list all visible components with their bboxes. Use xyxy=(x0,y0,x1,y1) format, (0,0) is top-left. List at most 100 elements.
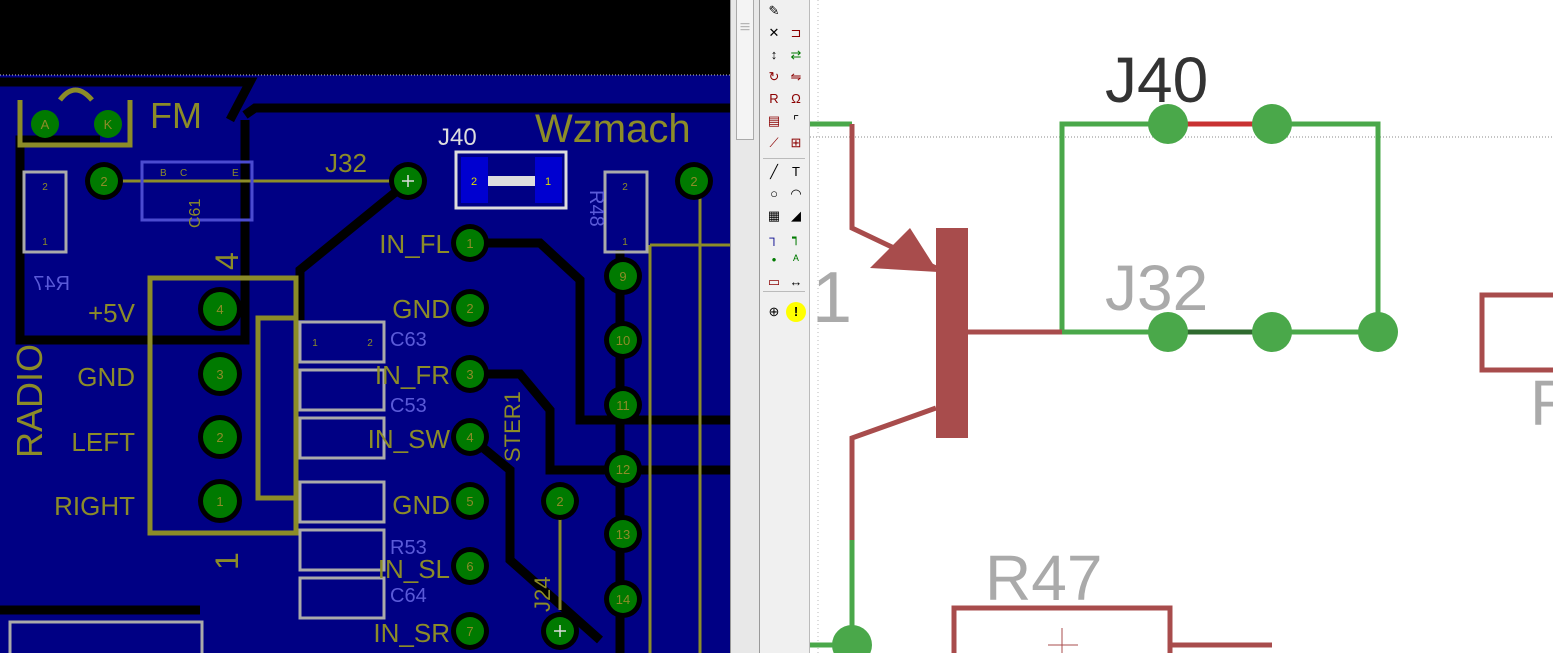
circle-icon[interactable]: ○ xyxy=(770,185,778,201)
arc-icon[interactable]: ◠ xyxy=(790,185,802,201)
jumper-pad-1-label: 1 xyxy=(545,176,551,188)
svg-text:IN_FR: IN_FR xyxy=(375,360,450,390)
pad-p13[interactable]: 13 xyxy=(604,515,642,553)
label-r47: R47 xyxy=(985,542,1102,614)
smash-icon[interactable]: ▤ xyxy=(767,113,781,128)
pad-p11[interactable]: 11 xyxy=(604,386,642,424)
pad-p3[interactable]: 3 xyxy=(198,352,242,396)
svg-text:GND: GND xyxy=(392,490,450,520)
rect-icon[interactable]: ▦ xyxy=(767,207,781,223)
pad-g5[interactable]: 5 xyxy=(451,482,489,520)
value-icon[interactable]: Ω xyxy=(791,91,801,106)
smd-outlines xyxy=(8,160,649,658)
svg-text:2: 2 xyxy=(42,182,48,193)
pinswap-icon[interactable]: ⇄ xyxy=(790,47,802,62)
miter-icon[interactable]: ⌜ xyxy=(792,113,800,128)
pad-r48[interactable]: 2 xyxy=(675,162,713,200)
vertical-scrollbar[interactable]: ——— xyxy=(730,0,760,653)
svg-text:R53: R53 xyxy=(390,537,427,559)
via-pad[interactable] xyxy=(541,612,579,650)
svg-text:R47: R47 xyxy=(33,273,70,295)
wire-icon[interactable]: ╱ xyxy=(770,163,778,179)
pad-p12[interactable]: 12 xyxy=(604,450,642,488)
svg-text:C53: C53 xyxy=(390,395,427,417)
pad-sr[interactable]: 7 xyxy=(451,612,489,650)
svg-text:7: 7 xyxy=(466,624,473,639)
label-icon[interactable]: ᴬ xyxy=(793,251,799,267)
svg-text:K: K xyxy=(104,117,113,132)
svg-text:LEFT: LEFT xyxy=(71,427,135,457)
pad-p2[interactable]: 2 xyxy=(198,415,242,459)
svg-text:GND: GND xyxy=(77,362,135,392)
pad-p14[interactable]: 14 xyxy=(604,580,642,618)
polygon-icon[interactable]: ◢ xyxy=(791,207,801,223)
smd-jumper-j40[interactable]: 2 1 xyxy=(454,150,568,210)
svg-text:+5V: +5V xyxy=(88,298,136,328)
pad-p4[interactable]: 4 xyxy=(198,287,242,331)
svg-text:4: 4 xyxy=(466,430,473,445)
invoke-icon[interactable]: ⊞ xyxy=(790,135,802,150)
mark-icon[interactable]: ✎ xyxy=(768,3,780,18)
schematic-canvas[interactable]: J40 J32 R47 1 R xyxy=(810,0,1553,658)
label-j40: J40 xyxy=(438,124,477,151)
svg-text:1: 1 xyxy=(312,338,318,349)
svg-text:3: 3 xyxy=(216,367,223,382)
pad-sw[interactable]: 4 xyxy=(451,418,489,456)
bus-icon[interactable]: ┐ xyxy=(769,229,779,245)
svg-text:2: 2 xyxy=(100,174,107,189)
text-icon[interactable]: T xyxy=(792,163,800,179)
pad-led_k[interactable]: K xyxy=(94,110,122,138)
label-pin1: 1 xyxy=(812,258,852,338)
svg-text:4: 4 xyxy=(209,252,245,270)
pad-gnd[interactable]: 2 xyxy=(451,289,489,327)
jumper-pad-2-label: 2 xyxy=(471,176,477,188)
pad-fl[interactable]: 1 xyxy=(451,224,489,262)
svg-text:1: 1 xyxy=(216,494,223,509)
svg-text:1: 1 xyxy=(466,236,473,251)
label-r-partial: R xyxy=(1530,367,1553,439)
pad-p1[interactable]: 1 xyxy=(198,479,242,523)
erc-icon[interactable]: ⊕ xyxy=(768,304,780,320)
move-icon[interactable]: ↕ xyxy=(770,47,778,62)
label-j40: J40 xyxy=(1105,44,1208,116)
svg-text:12: 12 xyxy=(616,462,630,477)
pad-led2[interactable]: 2 xyxy=(85,162,123,200)
dimension-icon[interactable]: ↔ xyxy=(789,273,803,289)
pad-led_a[interactable]: A xyxy=(31,110,59,138)
pad-j24[interactable]: 2 xyxy=(541,482,579,520)
pad-fr[interactable]: 3 xyxy=(451,355,489,393)
svg-text:C61: C61 xyxy=(187,199,204,228)
svg-text:2: 2 xyxy=(622,182,628,193)
net-icon[interactable]: ┑ xyxy=(792,229,800,245)
add-icon[interactable]: ⊐ xyxy=(790,25,802,40)
junction-icon[interactable]: • xyxy=(771,251,777,267)
svg-text:IN_SL: IN_SL xyxy=(378,554,450,584)
pad-p9[interactable]: 9 xyxy=(604,257,642,295)
svg-text:R48: R48 xyxy=(585,190,607,227)
svg-text:6: 6 xyxy=(466,559,473,574)
errors-icon[interactable]: ! xyxy=(786,302,806,323)
delete-icon[interactable]: ✕ xyxy=(768,25,780,40)
svg-text:Wzmach: Wzmach xyxy=(535,107,691,151)
svg-text:1: 1 xyxy=(209,552,245,570)
replace-icon[interactable]: ↻ xyxy=(768,69,780,84)
split-icon[interactable]: ⟋ xyxy=(769,135,779,150)
name-icon[interactable]: R xyxy=(769,91,779,106)
attribute-icon[interactable]: ▭ xyxy=(767,273,781,289)
via-pad[interactable] xyxy=(389,162,427,200)
pad-p10[interactable]: 10 xyxy=(604,321,642,359)
svg-text:C: C xyxy=(180,168,187,179)
toolbar-separator xyxy=(763,158,805,159)
transistor-and-resistors[interactable] xyxy=(849,124,1553,653)
svg-text:4: 4 xyxy=(216,302,223,317)
junctions[interactable] xyxy=(832,104,1398,658)
gateswap-icon[interactable]: ⇋ xyxy=(790,69,802,84)
svg-text:IN_SW: IN_SW xyxy=(368,424,451,454)
svg-text:J24: J24 xyxy=(530,577,555,612)
scrollbar-thumb[interactable]: ——— xyxy=(736,0,754,140)
pad-sl[interactable]: 6 xyxy=(451,547,489,585)
svg-text:IN_FL: IN_FL xyxy=(379,229,450,259)
svg-text:2: 2 xyxy=(367,338,373,349)
